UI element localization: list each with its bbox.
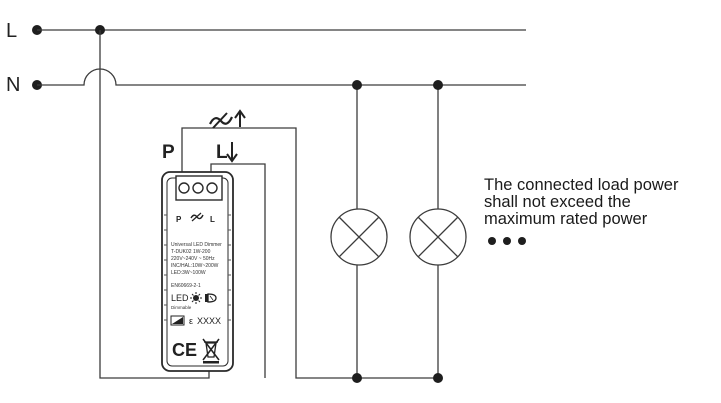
lamp2-bottom-node [433, 373, 443, 383]
device-code-prefix: ε [189, 316, 193, 326]
sun-icon [190, 292, 202, 304]
device-code: XXXX [197, 316, 221, 326]
dimmable-bulb-icon [205, 293, 217, 303]
dimmer-module: P L Universal LED Dimmer T-DUK02 1W-200 … [161, 171, 234, 372]
device-spec-line3: 220V~240V ~ 50Hz [171, 256, 215, 262]
device-dim-symbol-icon [190, 212, 204, 222]
device-spec-line1: Universal LED Dimmer [171, 242, 222, 248]
device-spec-line2: T-DUK02 1W-200 [171, 249, 211, 255]
device-dimmable-label: Dimmable [171, 305, 192, 310]
l-arrow-down-icon [226, 142, 238, 163]
note-line3: maximum rated power [484, 210, 648, 228]
device-spec-line5: LED:3W~100W [171, 270, 206, 276]
device-standard: EN60669-2-1 [171, 283, 201, 289]
weee-bin-icon [202, 338, 220, 364]
note-line1: The connected load power [484, 176, 679, 194]
device-spec-line4: INC/HAL:10W~200W [171, 263, 219, 269]
l-terminal-label: L [216, 142, 228, 163]
device-p-label: P [176, 215, 182, 224]
terminal-screw-dim [192, 182, 204, 194]
device-led-label: LED [171, 293, 189, 303]
terminal-screw-l [206, 182, 218, 194]
dimmer-arrow-up-icon [209, 109, 246, 129]
switched-output-wire [181, 127, 438, 379]
neutral-terminal-label: N [6, 74, 20, 96]
dimmer-curve-icon [170, 315, 185, 326]
terminal-screw-p [178, 182, 190, 194]
line-terminal-label: L [6, 20, 17, 42]
ce-mark: CE [172, 340, 197, 360]
lamp-2-icon [409, 208, 467, 266]
note-line2: shall not exceed the [484, 193, 631, 211]
dimmer-line-wire [210, 163, 266, 378]
lamp1-bottom-node [352, 373, 362, 383]
p-terminal-label: P [162, 142, 175, 163]
device-l-label: L [210, 215, 215, 224]
lamp2-top-node [433, 80, 443, 90]
lamp1-top-node [352, 80, 362, 90]
lamp-1-icon [330, 208, 388, 266]
more-lamps-dots [488, 237, 526, 245]
neutral-wire [37, 68, 526, 86]
